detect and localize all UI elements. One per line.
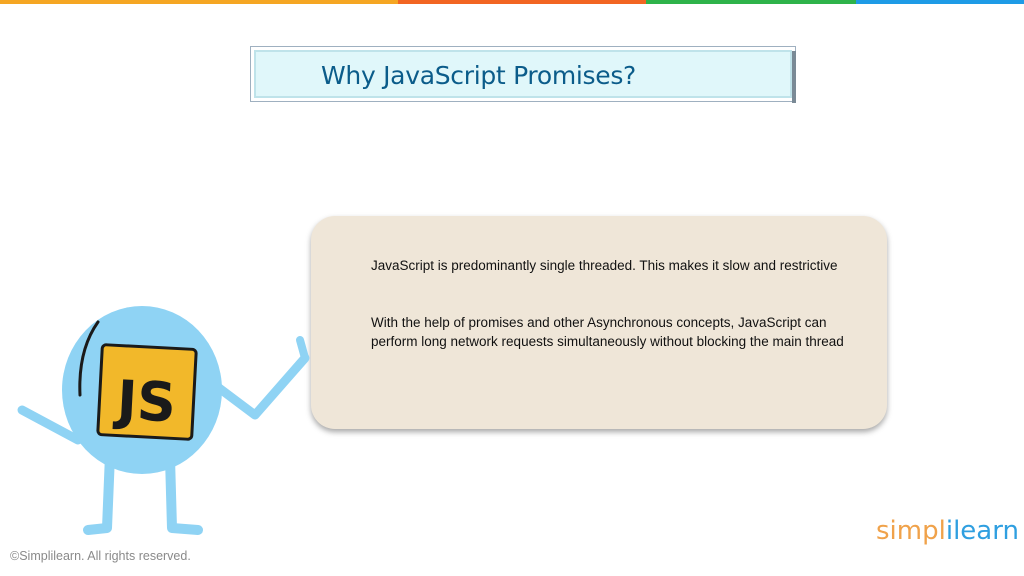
title-box: Why JavaScript Promises? [250,46,796,103]
js-mascot-icon: JS [17,306,310,535]
top-color-bar [0,0,1024,4]
page-title: Why JavaScript Promises? [321,61,637,90]
simplilearn-logo: simplilearn [876,516,1019,546]
logo-part-2: i [945,516,954,546]
mascot-outline [78,320,100,397]
top-bar-segment-blue [856,0,1024,4]
js-badge-text: JS [111,368,177,434]
card-paragraph-1: JavaScript is predominantly single threa… [371,258,838,273]
mascot-right-leg [165,453,203,535]
logo-part-3: learn [953,516,1019,546]
top-bar-segment-red [398,0,646,4]
top-bar-segment-orange [0,0,398,4]
mascot-right-finger [296,336,309,362]
footer-copyright: ©Simplilearn. All rights reserved. [10,549,191,563]
title-box-shadow [792,51,796,103]
info-card: JavaScript is predominantly single threa… [311,216,887,429]
mascot-left-hand [18,406,44,424]
logo-part-1: simpl [876,516,946,546]
top-bar-segment-green [646,0,856,4]
card-paragraph-2: With the help of promises and other Asyn… [371,315,844,349]
mascot-right-arm [210,353,310,420]
js-badge [96,343,198,441]
mascot-left-leg [83,450,115,535]
